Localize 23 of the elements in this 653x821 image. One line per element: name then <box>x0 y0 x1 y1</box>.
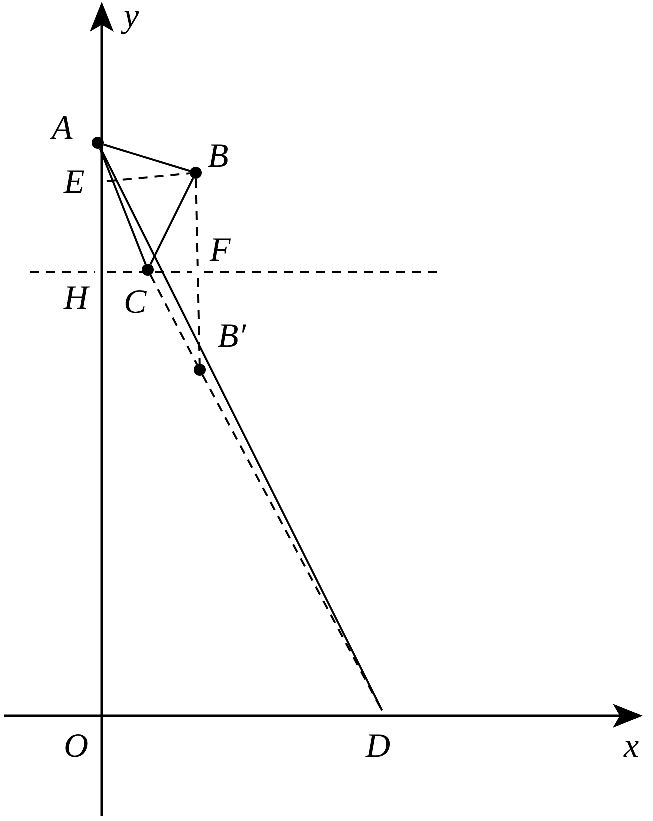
dashed-line <box>195 178 199 266</box>
axis-label: x <box>624 730 640 764</box>
line-segment <box>103 144 191 172</box>
dashed-line <box>107 271 192 273</box>
dashed-line <box>197 278 201 364</box>
point-label: H <box>64 282 89 316</box>
dashed-line <box>150 274 198 366</box>
point-dot <box>142 264 154 276</box>
point-label: C <box>124 286 147 320</box>
line-segment <box>99 148 147 265</box>
line-segment <box>100 148 384 712</box>
point-label: B <box>208 140 229 174</box>
point-label: O <box>64 730 89 764</box>
point-label: B′ <box>218 320 246 354</box>
point-dot <box>190 167 202 179</box>
line-segment <box>150 178 194 266</box>
point-dot <box>194 364 206 376</box>
dashed-line <box>106 172 190 182</box>
point-label: D <box>366 730 391 764</box>
point-label: F <box>210 234 231 268</box>
point-dot <box>92 137 104 149</box>
point-label: A <box>52 112 73 146</box>
point-label: E <box>64 166 85 200</box>
